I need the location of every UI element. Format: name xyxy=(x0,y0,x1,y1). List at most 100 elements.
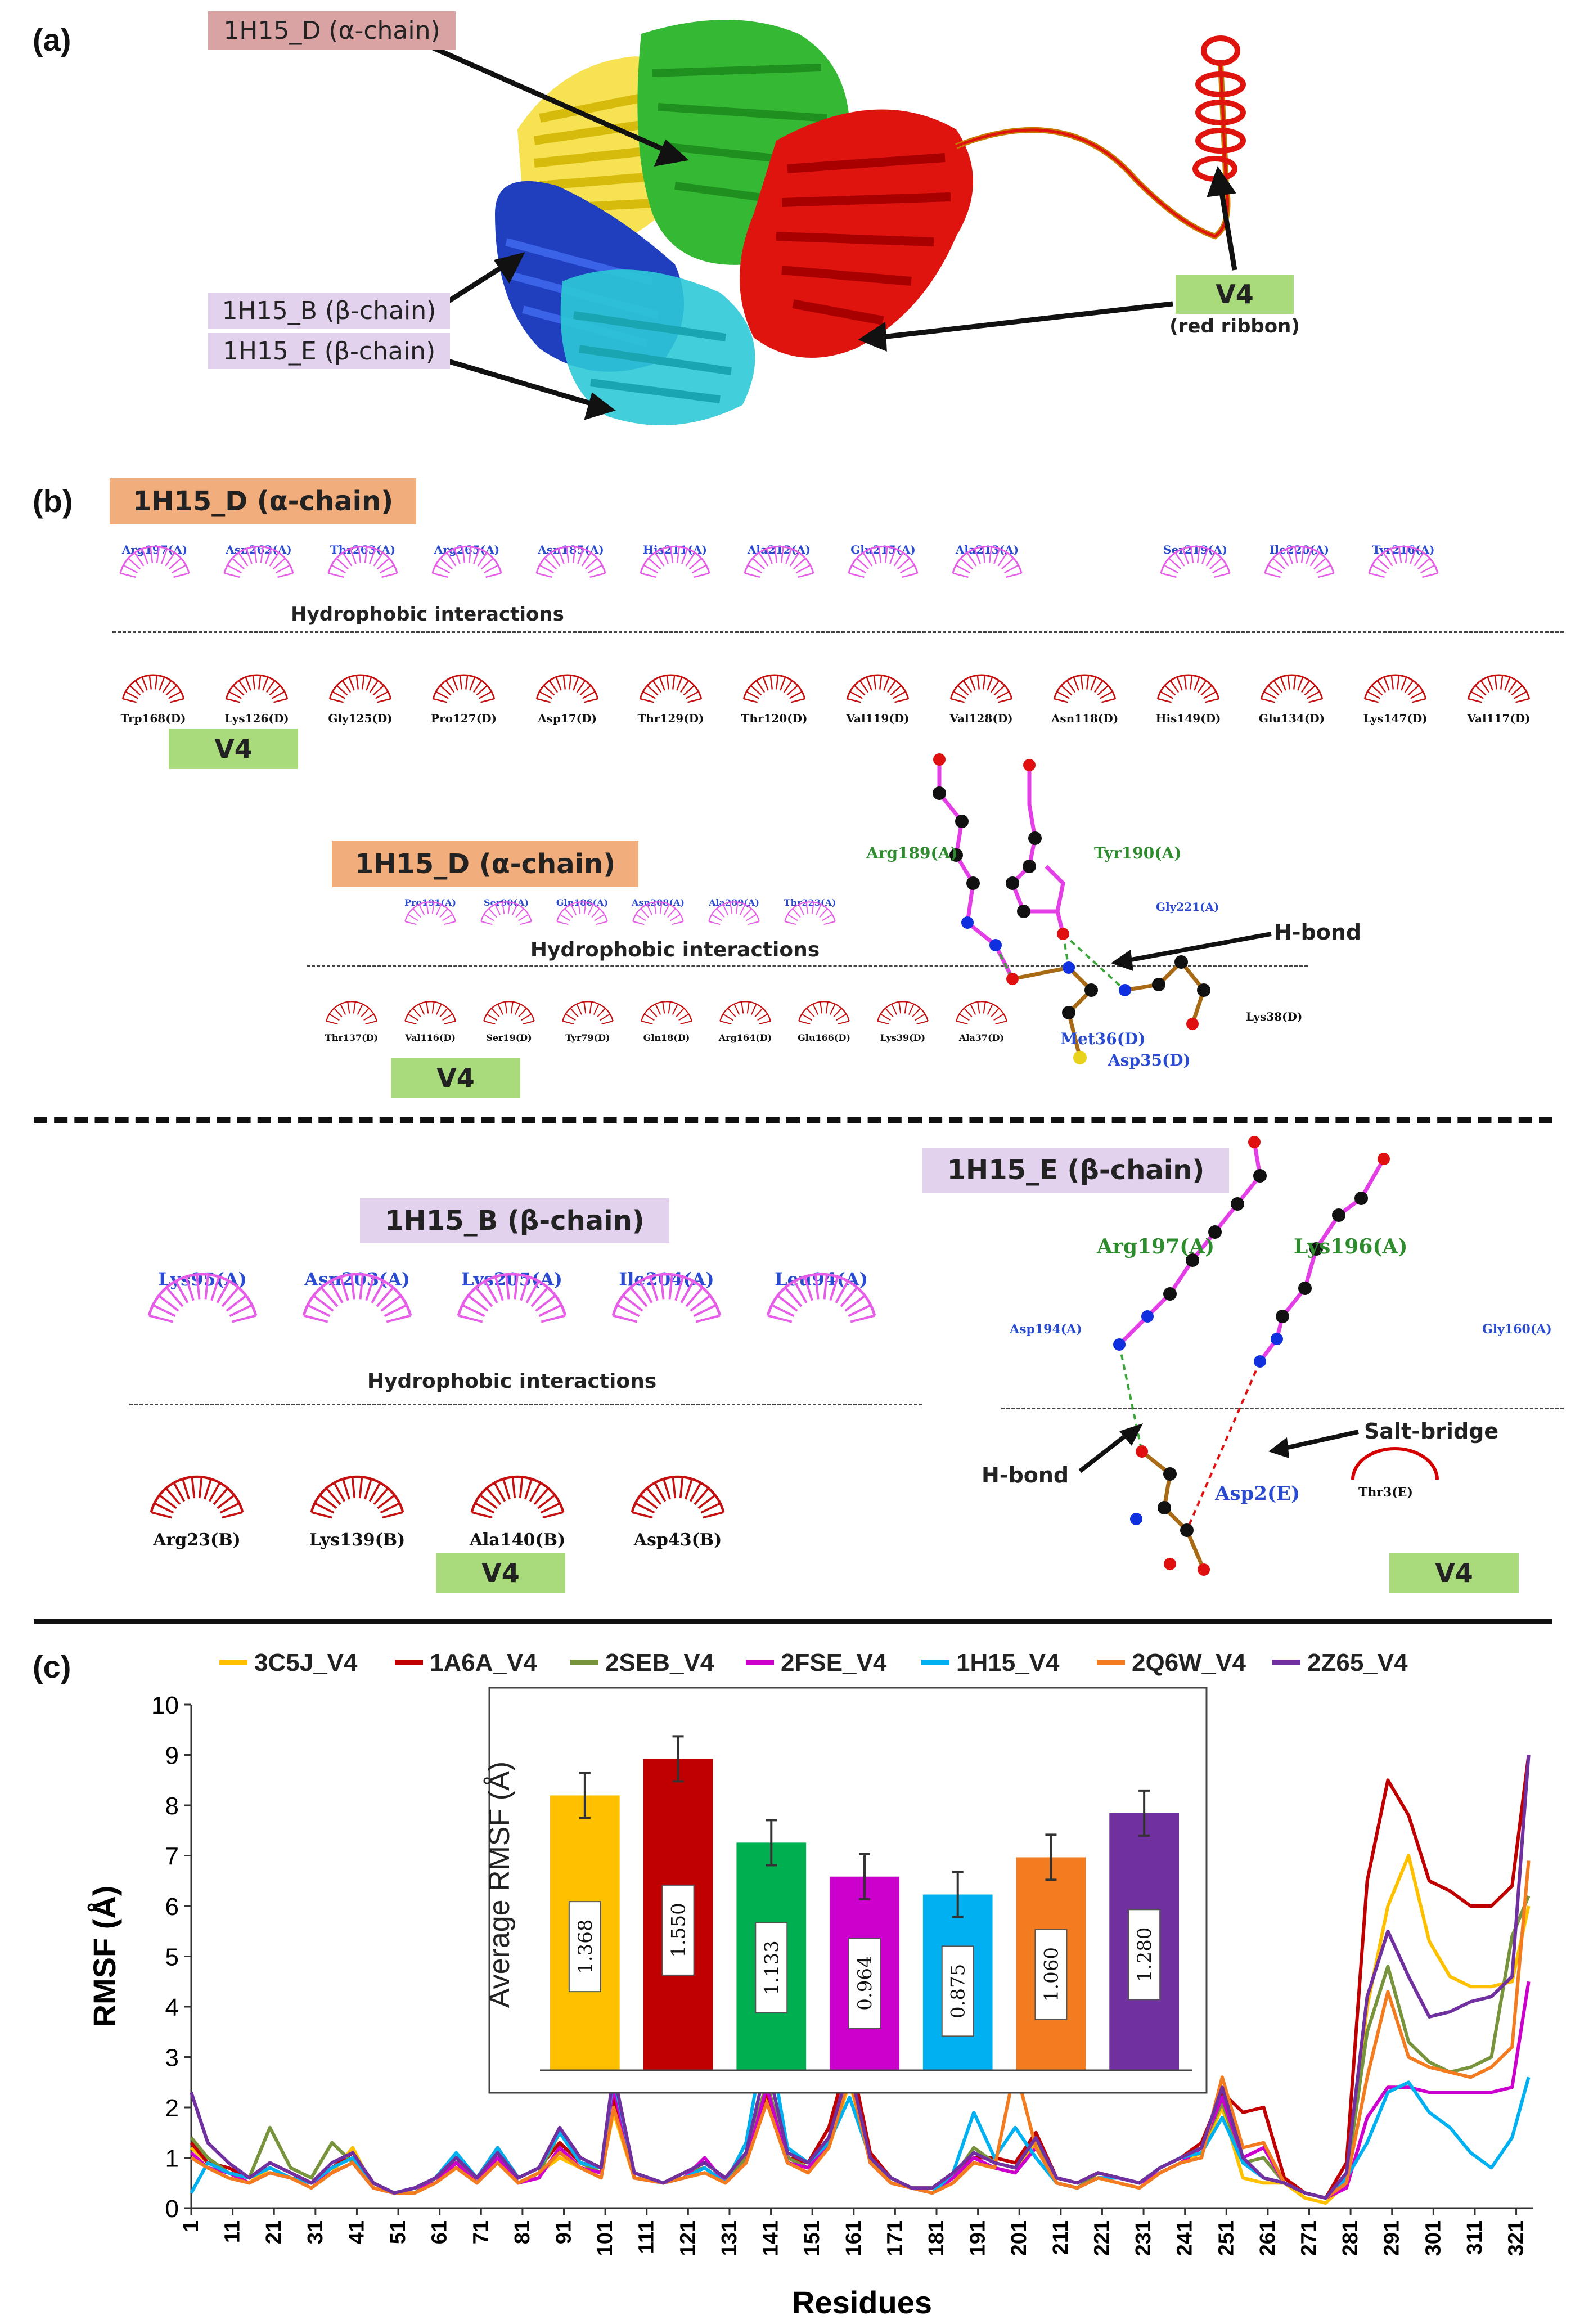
residue-item: Ala37(D) xyxy=(951,990,1012,1043)
residue-item: Pro191(A) xyxy=(399,897,461,933)
residue-arc-icon xyxy=(457,1273,567,1323)
residue-arc-icon xyxy=(1368,545,1439,578)
inset-value-box xyxy=(848,1938,881,2029)
x-tick-label: 311 xyxy=(1463,2220,1487,2255)
x-tick-label: 191 xyxy=(966,2220,990,2256)
residue-label: Thr129(D) xyxy=(637,712,704,725)
residue-label: Lys147(D) xyxy=(1363,712,1428,725)
panel-b-bottom-chain-b-box: 1H15_B (β-chain) xyxy=(360,1198,669,1243)
x-tick-label: 231 xyxy=(1132,2220,1155,2256)
panel-b-bottom-chain-e-box: 1H15_E (β-chain) xyxy=(922,1148,1229,1193)
residue-item: Asp43(B) xyxy=(616,1460,740,1550)
y-axis-title: RMSF (Å) xyxy=(87,1886,122,2028)
residue-arc-icon xyxy=(470,1475,565,1519)
residue-arc-icon xyxy=(798,1001,850,1025)
residue-arc-icon xyxy=(641,1001,692,1025)
panel-a-chain-d-box: 1H15_D (α-chain) xyxy=(208,11,456,50)
bottom-lower-residue-row: Arg23(B)Lys139(B)Ala140(B)Asp43(B) xyxy=(135,1460,810,1550)
bottom-interaction-label: Hydrophobic interactions xyxy=(367,1370,657,1393)
bottom-upper-residue-row: Lys95(A)Asn203(A)Lys205(A)Ile204(A)Leu94… xyxy=(135,1269,922,1359)
top-lower-residue-row: Trp168(D)Lys126(D)Gly125(D)Pro127(D)Asp1… xyxy=(112,664,1564,731)
x-tick-label: 281 xyxy=(1339,2220,1362,2256)
residue-arc-icon xyxy=(952,545,1023,578)
panel-a-chain-b-box: 1H15_B (β-chain) xyxy=(208,293,450,329)
residue-arc-icon xyxy=(877,1001,929,1025)
residue-item: Tyr79(D) xyxy=(557,990,619,1043)
panel-b-top-v4-box: V4 xyxy=(169,729,298,769)
residue-arc-icon xyxy=(535,545,606,578)
y-tick-label: 4 xyxy=(165,1994,179,2021)
legend-label-2Q6W_V4: 2Q6W_V4 xyxy=(1132,1649,1246,1676)
residue-label: Ser19(D) xyxy=(486,1032,532,1043)
residue-item: Glu134(D) xyxy=(1251,664,1333,725)
middle-interaction-label: Hydrophobic interactions xyxy=(530,938,820,961)
residue-label: Thr120(D) xyxy=(741,712,808,725)
residue-arc-icon xyxy=(121,674,185,703)
legend-label-1H15_V4: 1H15_V4 xyxy=(956,1649,1060,1676)
bottom-ligand-schematic xyxy=(1113,1136,1390,1576)
residue-item: Lys205(A) xyxy=(444,1269,579,1336)
panel-b-middle-chain-box: 1H15_D (α-chain) xyxy=(332,841,638,887)
x-tick-label: 211 xyxy=(1049,2220,1073,2255)
residue-arc-icon xyxy=(328,674,392,703)
ligand-gly160: Gly160(A) xyxy=(1482,1322,1552,1337)
x-tick-label: 31 xyxy=(304,2220,327,2244)
panel-a-chain-e-box: 1H15_E (β-chain) xyxy=(208,333,450,369)
residue-label: Glu134(D) xyxy=(1258,712,1325,725)
middle-divider xyxy=(307,965,1308,967)
x-tick-label: 61 xyxy=(428,2220,452,2244)
residue-item: Asp17(D) xyxy=(526,664,608,725)
residue-arc-icon xyxy=(1264,545,1335,578)
ligand-asp35: Asp35(D) xyxy=(1108,1051,1191,1069)
residue-arc-icon xyxy=(480,901,532,925)
residue-label: Pro127(D) xyxy=(431,712,497,725)
bottom-divider xyxy=(129,1404,922,1405)
x-tick-label: 241 xyxy=(1173,2220,1197,2256)
panel-a-label: (a) xyxy=(33,22,71,57)
residue-item: Asn208(A) xyxy=(627,897,689,933)
residue-arc-icon xyxy=(639,674,703,703)
residue-item: Thr263(A) xyxy=(321,543,405,587)
x-tick-label: 21 xyxy=(262,2220,286,2244)
inset-value-box xyxy=(755,1922,788,2013)
x-tick-label: 301 xyxy=(1421,2220,1445,2256)
residue-item: Val119(D) xyxy=(837,664,919,725)
residue-arc-icon xyxy=(766,1273,876,1323)
x-tick-label: 291 xyxy=(1380,2220,1404,2256)
residue-item: Lys139(B) xyxy=(295,1460,419,1550)
panel-a-v4-box: V4 xyxy=(1176,275,1294,314)
residue-arc-icon xyxy=(556,901,608,925)
x-tick-label: 1 xyxy=(179,2220,203,2232)
residue-arc-icon xyxy=(404,901,456,925)
x-tick-label: 11 xyxy=(221,2220,245,2243)
residue-arc-icon xyxy=(404,1001,456,1025)
residue-item: Arg197(A) xyxy=(112,543,197,587)
residue-arc-icon xyxy=(225,674,289,703)
inset-value-box xyxy=(661,1884,695,1976)
x-tick-label: 221 xyxy=(1090,2220,1114,2256)
residue-arc-icon xyxy=(326,1001,377,1025)
residue-label: Lys39(D) xyxy=(880,1032,926,1043)
residue-label: Leu94(A) xyxy=(775,1269,868,1290)
residue-arc-icon xyxy=(632,901,684,925)
ligand-arg197: Arg197(A) xyxy=(1097,1235,1215,1258)
legend-label-2Z65_V4: 2Z65_V4 xyxy=(1307,1649,1408,1676)
residue-item: Ala209(A) xyxy=(703,897,765,933)
cyan-chain xyxy=(560,269,755,425)
inset-value-label: 1.550 xyxy=(668,1903,690,1957)
residue-item: Val128(D) xyxy=(940,664,1022,725)
inset-value-box xyxy=(568,1901,601,1993)
residue-arc-icon xyxy=(150,1475,244,1519)
x-tick-label: 131 xyxy=(718,2220,741,2256)
residue-arc-icon xyxy=(1260,674,1324,703)
residue-item: His149(D) xyxy=(1147,664,1229,725)
residue-item: Lys147(D) xyxy=(1354,664,1436,725)
middle-hbond-arrow xyxy=(1111,932,1272,971)
bottom-right-divider xyxy=(1001,1408,1564,1409)
residue-arc-icon xyxy=(431,545,502,578)
residue-label: Ser90(A) xyxy=(484,897,529,908)
bottom-saltbridge-label: Salt-bridge xyxy=(1364,1419,1499,1444)
residue-label: Asp17(D) xyxy=(538,712,597,725)
x-tick-label: 51 xyxy=(386,2220,410,2244)
residue-label: Tyr79(D) xyxy=(565,1032,610,1043)
